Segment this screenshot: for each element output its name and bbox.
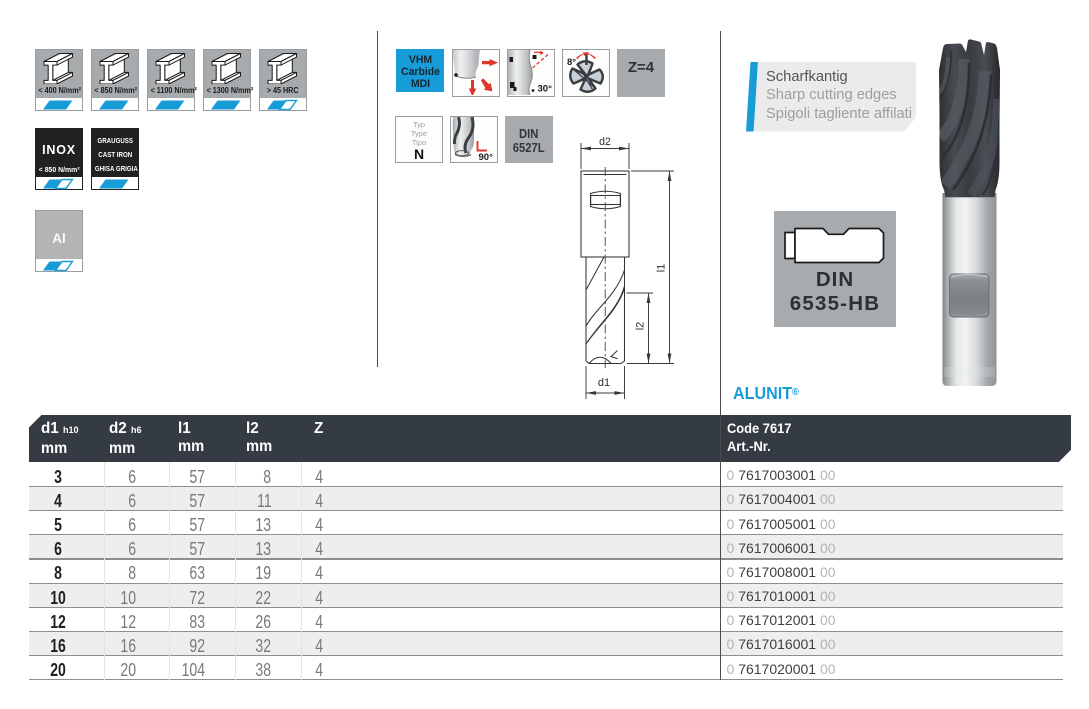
svg-text:l1: l1 [656,264,668,273]
svg-text:90°: 90° [479,152,494,161]
svg-text:8°: 8° [567,57,576,68]
svg-text:d1: d1 [598,377,610,389]
svg-text:d2: d2 [599,136,611,148]
svg-text:30°: 30° [538,84,553,95]
svg-text:l2: l2 [635,322,647,331]
